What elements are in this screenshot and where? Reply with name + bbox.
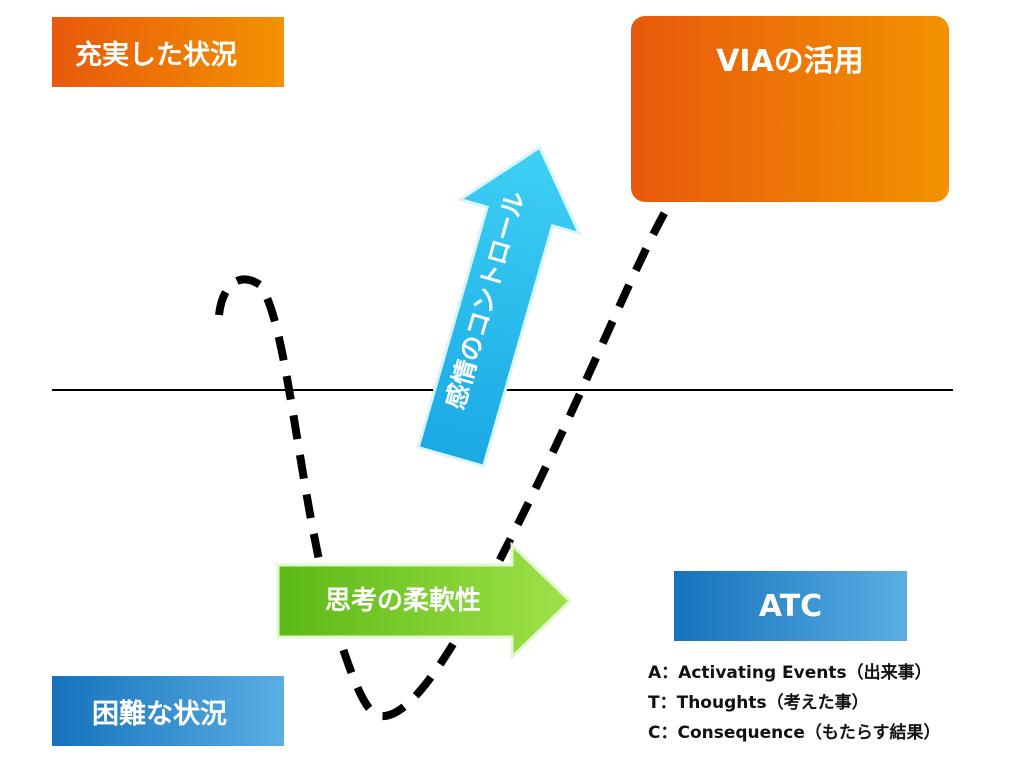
via-utilization-box: VIAの活用	[631, 16, 949, 202]
thinking-flexibility-arrow: 思考の柔軟性	[276, 541, 573, 661]
hard-situation-label: 困難な状況	[52, 676, 284, 746]
atc-legend-item: C：Consequence（もたらす結果）	[648, 723, 941, 743]
thinking-flexibility-label: 思考の柔軟性	[325, 585, 481, 616]
atc-legend-item: A：Activating Events（出来事）	[648, 663, 932, 683]
atc-legend: A：Activating Events（出来事） T：Thoughts（考えた事…	[648, 658, 941, 748]
atc-box: ATC	[674, 571, 907, 641]
atc-legend-item: T：Thoughts（考えた事）	[648, 693, 869, 713]
emotion-control-arrow: 感情のコントロール	[416, 145, 583, 469]
good-situation-label: 充実した状況	[52, 17, 284, 87]
